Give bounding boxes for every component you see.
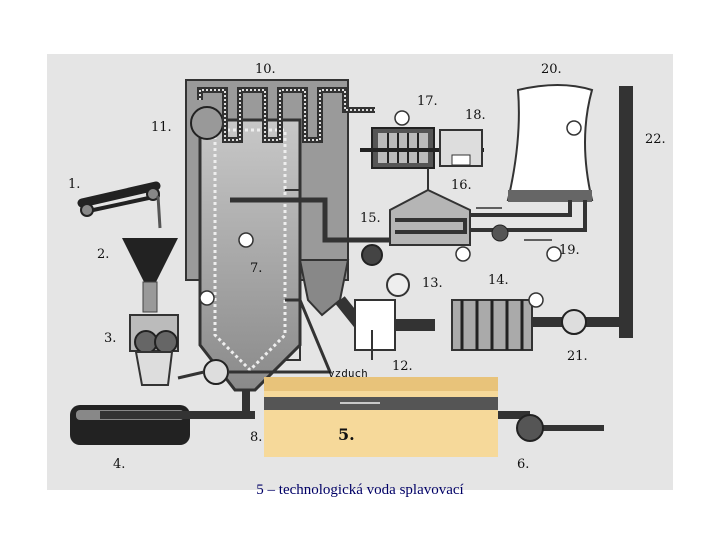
exhaust-fan <box>532 309 619 335</box>
air-fan <box>177 290 333 385</box>
flue-gas-duct <box>335 273 435 360</box>
label-3: 3. <box>104 331 116 346</box>
label-10: 10. <box>255 62 276 77</box>
label-4: 4. <box>113 457 125 472</box>
label-22: 22. <box>645 132 666 147</box>
caption: 5 – technologická voda splavovací <box>256 482 464 498</box>
label-19: 19. <box>559 243 580 258</box>
cooling-tower <box>506 84 594 202</box>
label-11: 11. <box>151 120 172 135</box>
label-8: 8. <box>250 430 262 445</box>
label-1: 1. <box>68 177 80 192</box>
economizer-hopper <box>298 259 350 317</box>
process-water-highlight <box>264 377 498 457</box>
label-15: 15. <box>360 211 381 226</box>
chimney <box>619 86 633 338</box>
label-5: 5. <box>338 425 355 444</box>
electrostatic-precipitator <box>451 292 544 351</box>
label-7: 7. <box>250 261 262 276</box>
ash-settling-tank <box>70 405 255 445</box>
label-20: 20. <box>541 62 562 77</box>
air-label: vzduch <box>328 367 368 380</box>
water-pump <box>516 414 544 442</box>
label-21: 21. <box>567 349 588 364</box>
feed-water-pipe <box>230 197 390 266</box>
label-14: 14. <box>488 273 509 288</box>
label-6: 6. <box>517 457 529 472</box>
process-water-pipe-right <box>498 411 604 431</box>
cooling-water-pipes <box>470 200 587 262</box>
label-2: 2. <box>97 247 109 262</box>
label-16: 16. <box>451 178 472 193</box>
label-17: 17. <box>417 94 438 109</box>
superheater-coils <box>197 87 375 143</box>
coal-conveyor <box>77 181 162 229</box>
label-13: 13. <box>422 276 443 291</box>
generator <box>439 129 483 167</box>
coal-hopper <box>122 238 178 313</box>
label-12: 12. <box>392 359 413 374</box>
coal-mill <box>129 314 179 386</box>
label-18: 18. <box>465 108 486 123</box>
condenser <box>389 168 471 262</box>
